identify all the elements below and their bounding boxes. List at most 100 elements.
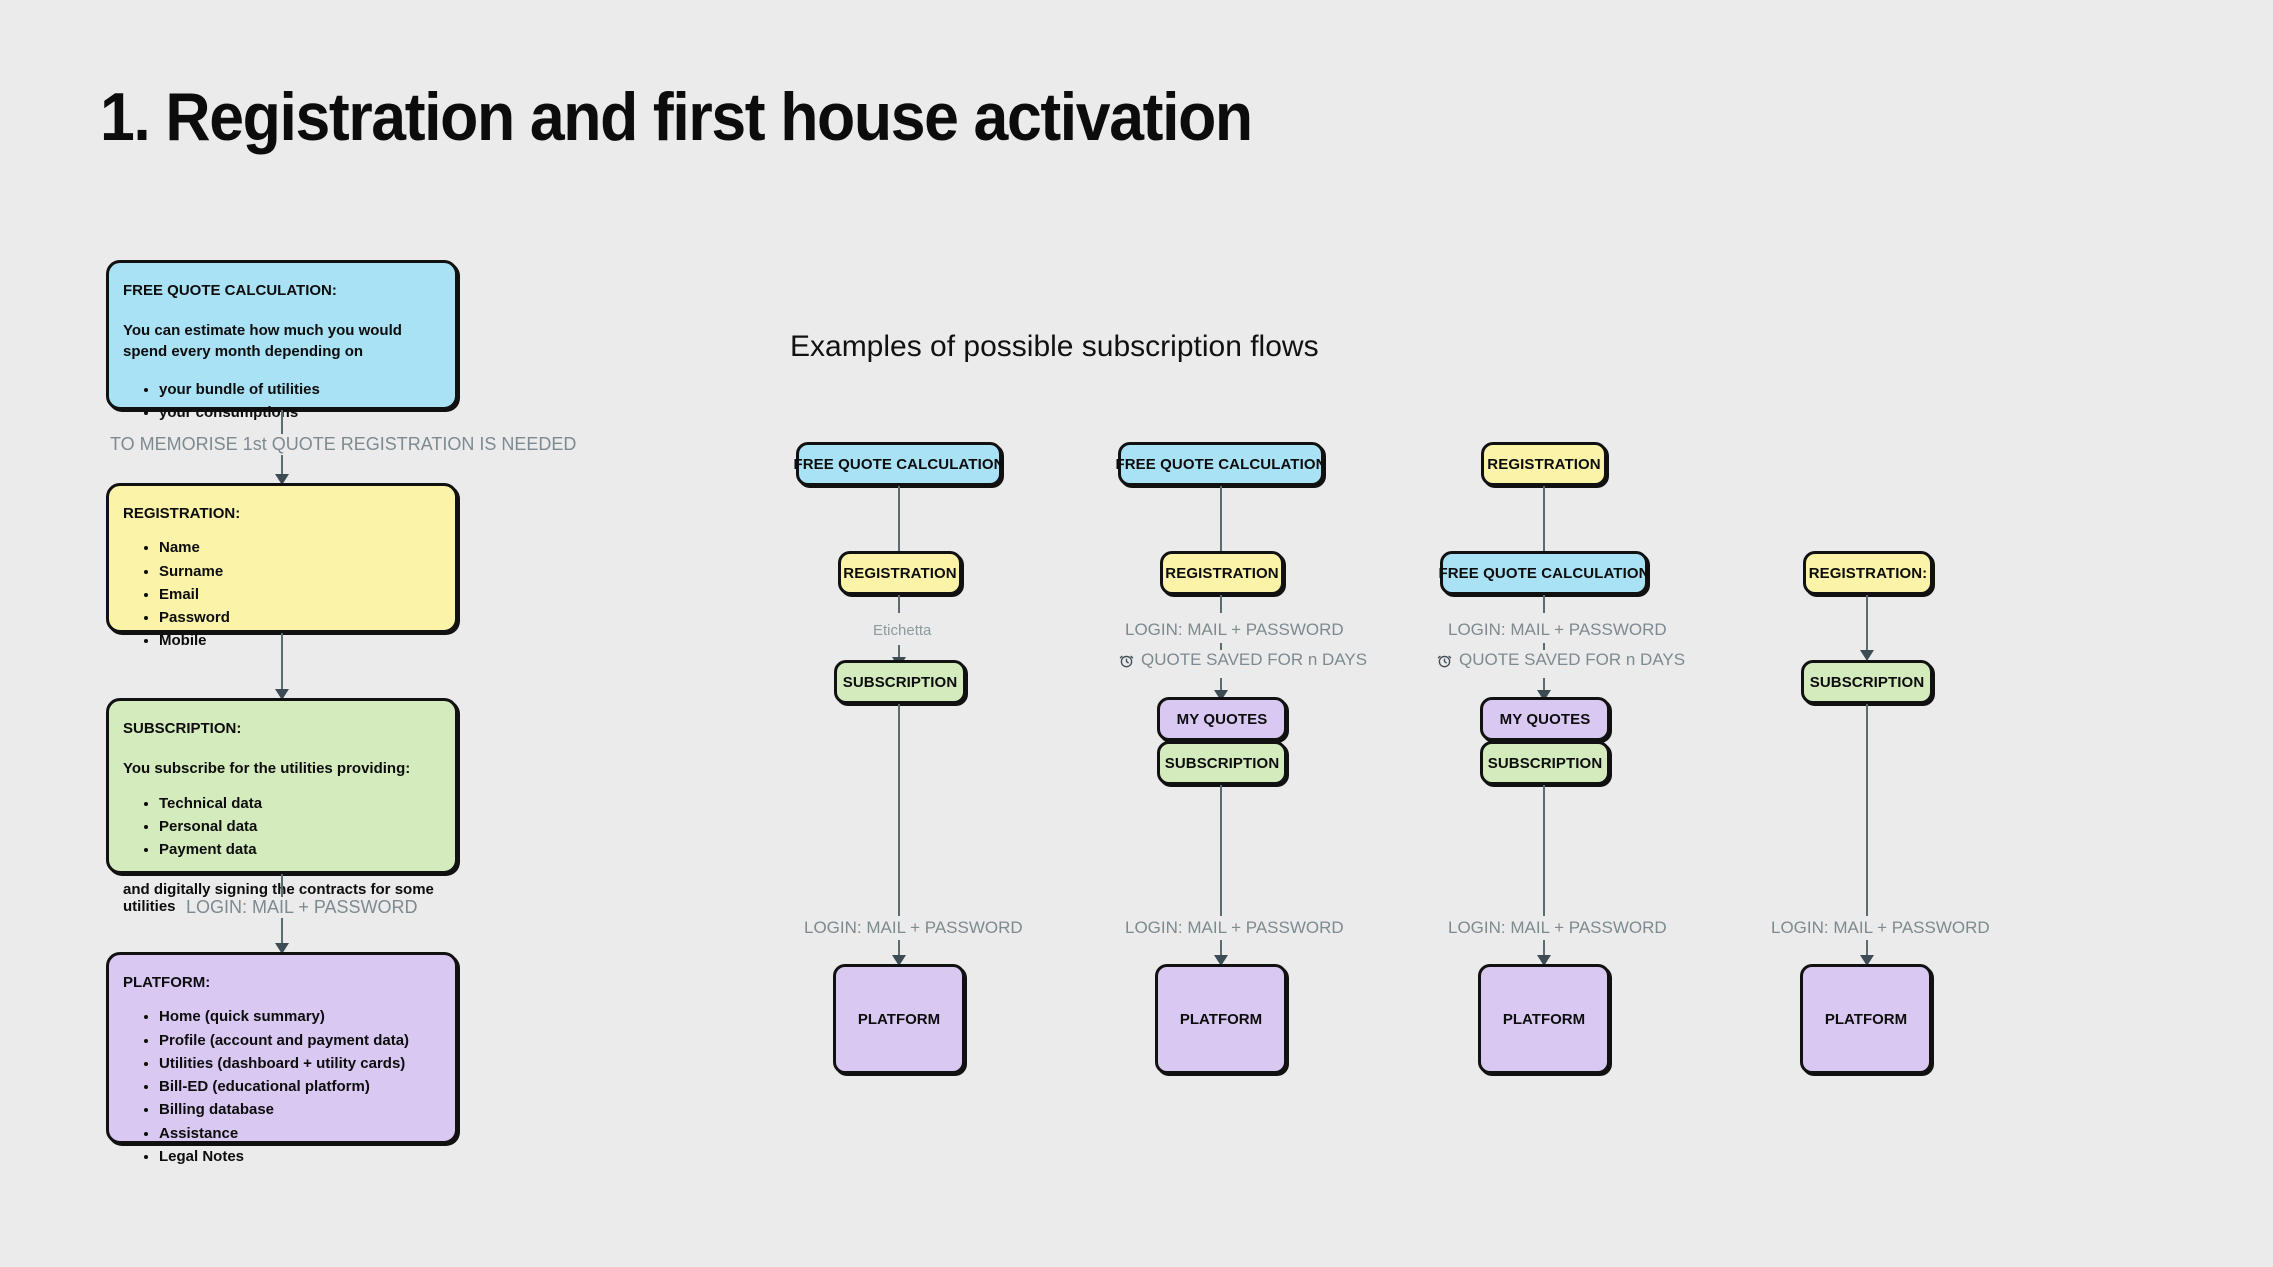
connector-line (1543, 940, 1545, 960)
step-label: FREE QUOTE CALCULATION (1438, 564, 1650, 582)
step-label: PLATFORM (1824, 1010, 1908, 1028)
edge-label-login: LOGIN: MAIL + PASSWORD (1765, 918, 1996, 938)
connector-line (281, 455, 283, 477)
step-label: REGISTRATION: (1808, 564, 1928, 582)
node-title: PLATFORM: (123, 974, 211, 991)
arrow-head (275, 689, 289, 700)
list-item: Technical data (159, 792, 441, 815)
connector-line (281, 874, 283, 898)
flow2-step-registration[interactable]: REGISTRATION (1160, 551, 1284, 595)
step-label: PLATFORM (1502, 1010, 1586, 1028)
arrow-head (275, 474, 289, 485)
flow3-step-free-quote-calculation[interactable]: FREE QUOTE CALCULATION (1438, 551, 1650, 595)
connector-line (281, 410, 283, 436)
flow2-step-subscription[interactable]: SUBSCRIPTION (1157, 741, 1287, 785)
node-bullet-list: Home (quick summary) Profile (account an… (159, 1005, 441, 1168)
connector-line (1220, 678, 1222, 694)
node-footer: and digitally signing the contracts for … (123, 881, 434, 916)
flow2-step-platform[interactable]: PLATFORM (1155, 964, 1287, 1074)
list-item: your consumptions (159, 401, 441, 424)
connector-line (1866, 940, 1868, 960)
list-item: your bundle of utilities (159, 378, 441, 401)
flow4-step-subscription[interactable]: SUBSCRIPTION (1801, 660, 1933, 704)
step-label: MY QUOTES (1176, 710, 1268, 728)
edge-label-memorise: TO MEMORISE 1st QUOTE REGISTRATION IS NE… (104, 434, 583, 455)
step-label: SUBSCRIPTION (842, 673, 958, 691)
flow3-step-platform[interactable]: PLATFORM (1478, 964, 1610, 1074)
list-item: Assistance (159, 1122, 441, 1145)
arrow-head (1860, 955, 1874, 966)
edge-label-login: LOGIN: MAIL + PASSWORD (1442, 918, 1673, 938)
connector-line (1220, 643, 1222, 655)
connector-line (1543, 678, 1545, 694)
node-title: REGISTRATION: (123, 505, 241, 522)
flow4-step-registration[interactable]: REGISTRATION: (1803, 551, 1933, 595)
flow1-step-free-quote-calculation[interactable]: FREE QUOTE CALCULATION (793, 442, 1005, 486)
connector-line (1220, 595, 1222, 613)
step-label: SUBSCRIPTION (1164, 754, 1280, 772)
list-item: Payment data (159, 838, 441, 861)
node-title: FREE QUOTE CALCULATION: (123, 282, 337, 299)
flow1-step-platform[interactable]: PLATFORM (833, 964, 965, 1074)
connector-line (1866, 595, 1868, 657)
arrow-head (1537, 690, 1551, 701)
node-subscription[interactable]: SUBSCRIPTION: You subscribe for the util… (106, 698, 458, 915)
list-item: Password (159, 606, 441, 629)
connector-line (281, 918, 283, 946)
arrow-head (1214, 690, 1228, 701)
list-item: Mobile (159, 629, 441, 652)
step-label: PLATFORM (1179, 1010, 1263, 1028)
connector-line (1543, 643, 1545, 655)
list-item: Utilities (dashboard + utility cards) (159, 1052, 441, 1075)
step-label: FREE QUOTE CALCULATION (793, 455, 1005, 473)
edge-label-login: LOGIN: MAIL + PASSWORD (1119, 918, 1350, 938)
step-label: REGISTRATION (1487, 455, 1601, 473)
connector-line (1866, 704, 1868, 916)
flow1-step-registration[interactable]: REGISTRATION (838, 551, 962, 595)
connector-line (898, 940, 900, 960)
flow4-step-platform[interactable]: PLATFORM (1800, 964, 1932, 1074)
list-item: Name (159, 536, 441, 559)
connector-line (1220, 486, 1222, 560)
connector-line (1220, 940, 1222, 960)
connector-line (898, 486, 900, 560)
connector-line (281, 633, 283, 693)
node-free-quote-calculation[interactable]: FREE QUOTE CALCULATION: You can estimate… (106, 260, 458, 421)
edge-label-etichetta: Etichetta (867, 622, 938, 639)
arrow-head (275, 943, 289, 954)
node-bullet-list: Technical data Personal data Payment dat… (159, 792, 441, 862)
flow2-step-free-quote-calculation[interactable]: FREE QUOTE CALCULATION (1115, 442, 1327, 486)
step-label: SUBSCRIPTION (1809, 673, 1925, 691)
edge-label-login: LOGIN: MAIL + PASSWORD (798, 918, 1029, 938)
step-label: FREE QUOTE CALCULATION (1115, 455, 1327, 473)
list-item: Home (quick summary) (159, 1005, 441, 1028)
node-paragraph: You can estimate how much you would spen… (123, 322, 402, 360)
connector-line (898, 704, 900, 916)
step-label: SUBSCRIPTION (1487, 754, 1603, 772)
list-item: Billing database (159, 1098, 441, 1121)
list-item: Profile (account and payment data) (159, 1029, 441, 1052)
step-label: REGISTRATION (843, 564, 957, 582)
flow3-step-my-quotes[interactable]: MY QUOTES (1480, 697, 1610, 741)
step-label: MY QUOTES (1499, 710, 1591, 728)
edge-label-login: LOGIN: MAIL + PASSWORD (180, 897, 424, 918)
list-item: Personal data (159, 815, 441, 838)
flow2-step-my-quotes[interactable]: MY QUOTES (1157, 697, 1287, 741)
edge-label-text: QUOTE SAVED FOR n DAYS (1141, 650, 1368, 669)
edge-label-text: QUOTE SAVED FOR n DAYS (1459, 650, 1686, 669)
node-bullet-list: your bundle of utilities your consumptio… (159, 378, 441, 425)
flow3-step-registration[interactable]: REGISTRATION (1481, 442, 1607, 486)
connector-line (898, 645, 900, 661)
alarm-clock-icon (1118, 652, 1135, 669)
flow1-step-subscription[interactable]: SUBSCRIPTION (834, 660, 966, 704)
node-platform[interactable]: PLATFORM: Home (quick summary) Profile (… (106, 952, 458, 1165)
node-registration[interactable]: REGISTRATION: Name Surname Email Passwor… (106, 483, 458, 649)
list-item: Email (159, 583, 441, 606)
flow3-step-subscription[interactable]: SUBSCRIPTION (1480, 741, 1610, 785)
connector-line (1543, 595, 1545, 613)
list-item: Surname (159, 560, 441, 583)
connector-line (1220, 785, 1222, 916)
arrow-head (1214, 955, 1228, 966)
connector-line (898, 595, 900, 613)
